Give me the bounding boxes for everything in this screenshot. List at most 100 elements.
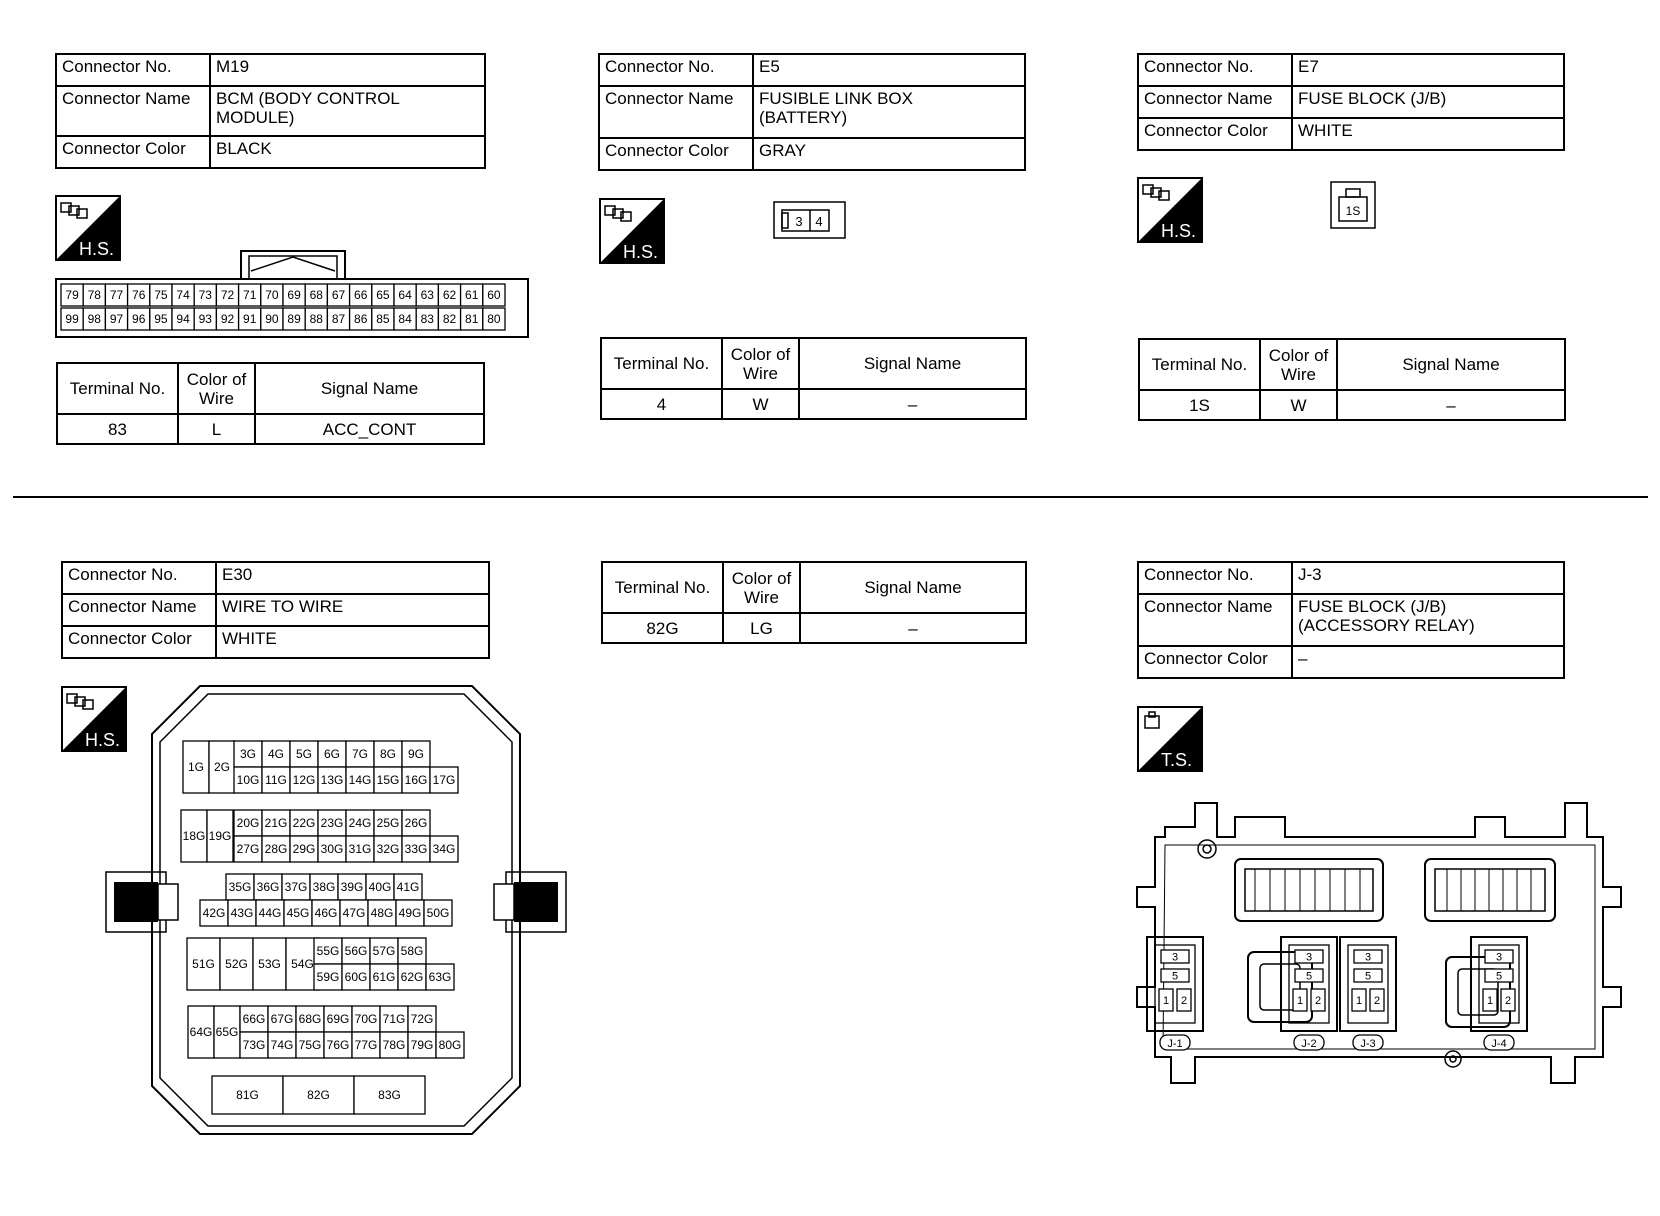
pin-cell <box>373 809 403 837</box>
pin-cell <box>233 809 263 837</box>
label-connector-name: Connector Name <box>61 593 217 627</box>
pin-label: 35G <box>229 880 252 894</box>
pin-label: 27G <box>237 842 260 856</box>
pin-label: 76G <box>327 1038 350 1052</box>
pin-label: 72 <box>221 288 235 302</box>
label-connector-name: Connector Name <box>1137 593 1293 647</box>
pin-label: 12G <box>293 773 316 787</box>
connector-color-value: GRAY <box>752 137 1026 171</box>
relay-label-badge <box>1159 1034 1191 1051</box>
pin-cell <box>1160 968 1190 983</box>
harness-side-icon: H.S. <box>55 195 121 261</box>
pin-label: 74G <box>271 1038 294 1052</box>
e7-pin: 1S <box>1346 204 1361 218</box>
pin-cell <box>182 740 210 794</box>
header-color-of: Color of <box>1268 345 1329 365</box>
pin-label: 82 <box>443 312 457 326</box>
pin-label: 63G <box>429 970 452 984</box>
pin-cell <box>261 835 291 863</box>
connector-name-value: WIRE TO WIRE <box>215 593 490 627</box>
label-connector-color: Connector Color <box>1137 117 1293 151</box>
pin-label: 16G <box>405 773 428 787</box>
pin-label: 99 <box>65 312 79 326</box>
relay-label-badge <box>1352 1034 1384 1051</box>
relay-socket <box>1470 936 1528 1032</box>
pin-label: 70 <box>265 288 279 302</box>
relay-socket <box>1339 936 1397 1032</box>
label-connector-no: Connector No. <box>1137 561 1293 595</box>
pin-label: 1 <box>1297 995 1303 1007</box>
pin-label: 67 <box>332 288 346 302</box>
connector-name-value: FUSIBLE LINK BOX (BATTERY) <box>752 85 1026 139</box>
pin-cell <box>1292 988 1308 1012</box>
pin-cell <box>1369 988 1385 1012</box>
pin-label: 24G <box>349 816 372 830</box>
pin-label: 5 <box>1365 971 1371 983</box>
pin-label: 70G <box>355 1012 378 1026</box>
pin-label: 7G <box>352 747 368 761</box>
pin-label: 51G <box>192 957 215 971</box>
pin-label: 65G <box>216 1025 239 1039</box>
pin-label: 69G <box>327 1012 350 1026</box>
pin-label: 65 <box>376 288 390 302</box>
pin-cell <box>233 766 263 794</box>
relay-label: J-3 <box>1360 1038 1375 1050</box>
pin-label: 3 <box>1306 952 1312 964</box>
connector-no-value: M19 <box>209 53 486 87</box>
pin-cell <box>282 1075 355 1115</box>
pin-label: 1 <box>1356 995 1362 1007</box>
pin-label: 13G <box>321 773 344 787</box>
relay-label: J-2 <box>1301 1038 1316 1050</box>
label-connector-name: Connector Name <box>55 85 211 137</box>
pin-label: 72G <box>411 1012 434 1026</box>
pin-label: 75G <box>299 1038 322 1052</box>
pin-label: 67G <box>271 1012 294 1026</box>
terminal-no-cell: 82G <box>601 612 724 644</box>
wire-color-cell: W <box>721 388 800 420</box>
connector-name-value: FUSE BLOCK (J/B) <box>1291 85 1565 119</box>
pin-label: 61 <box>465 288 479 302</box>
connector-name-value: FUSE BLOCK (J/B) (ACCESSORY RELAY) <box>1291 593 1565 647</box>
harness-side-label: H.S. <box>85 730 120 750</box>
header-wire: Wire <box>744 587 779 607</box>
pin-label: 87 <box>332 312 346 326</box>
header-wire: Wire <box>1281 364 1316 384</box>
pin-label: 43G <box>231 906 254 920</box>
pin-label: 83 <box>421 312 435 326</box>
connector-no-value: J-3 <box>1291 561 1565 595</box>
pin-label: 56G <box>345 944 368 958</box>
pin-cell <box>1294 968 1324 983</box>
pin-label: 49G <box>399 906 422 920</box>
signal-name-cell: – <box>799 612 1027 644</box>
pin-cell <box>397 937 427 965</box>
pin-label: 69 <box>287 288 301 302</box>
pin-cell <box>482 283 506 307</box>
pin-label: 60G <box>345 970 368 984</box>
pin-cell <box>213 1005 241 1059</box>
connector-no-value: E5 <box>752 53 1026 87</box>
label-connector-color: Connector Color <box>55 135 211 169</box>
header-terminal-no: Terminal No. <box>600 337 723 390</box>
pin-label: 48G <box>371 906 394 920</box>
pin-cell <box>401 740 431 768</box>
pin-cell <box>317 835 347 863</box>
connector-no-value: E7 <box>1291 53 1565 87</box>
pin-label: 37G <box>285 880 308 894</box>
header-signal-name: Signal Name <box>798 337 1027 390</box>
pin-label: 95 <box>154 312 168 326</box>
pin-label: 2G <box>214 760 230 774</box>
header-signal-name: Signal Name <box>254 362 485 415</box>
pin-label: 1G <box>188 760 204 774</box>
harness-side-icon: H.S. <box>599 198 665 264</box>
terminal-no-cell: 83 <box>56 413 179 445</box>
pin-label: 38G <box>313 880 336 894</box>
pin-label: 32G <box>377 842 400 856</box>
pin-label: 46G <box>315 906 338 920</box>
pin-cell <box>425 963 455 991</box>
pin-cell <box>401 766 431 794</box>
pin-label: 11G <box>265 773 287 787</box>
